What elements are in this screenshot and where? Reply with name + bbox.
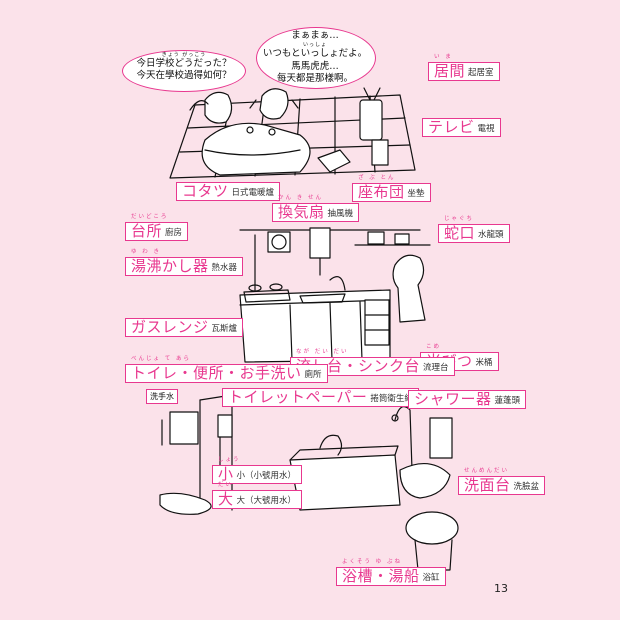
ruby-yokuso: よくそう ゆ ぶね [342, 559, 402, 565]
label-dai: だい大 大（大號用水） [212, 482, 303, 509]
jp-zabuton: 座布団 [358, 183, 405, 201]
label-sho: しょう小 小（小號用水） [212, 457, 303, 484]
speech-left-ruby: きょう がっこう [161, 52, 207, 58]
zh-jaguchi: 水龍頭 [478, 229, 504, 240]
zh-toiletpaper: 捲筒衛生紙 [370, 393, 413, 404]
zh-sho: 小（小號用水） [236, 470, 297, 481]
label-senmendai: せんめんだい洗面台 洗臉盆 [458, 468, 546, 495]
tag-sensui: 洗手水 [146, 389, 178, 404]
zh-gasurenji: 瓦斯爐 [211, 323, 238, 334]
jp-yokuso: 浴槽・湯船 [342, 567, 420, 585]
tv-drawing [359, 99, 383, 141]
ruby-zabuton: ざ ぶ とん [358, 175, 396, 181]
ruby-senmendai: せんめんだい [464, 468, 510, 474]
bather [319, 434, 343, 456]
speech-right-jp-1: まぁまぁ… [291, 30, 339, 41]
rice-bin-drawing [364, 299, 390, 346]
zh-yokuso: 浴缸 [422, 572, 440, 583]
jp-toire: トイレ・便所・お手洗い [131, 364, 302, 382]
label-kankisen: かん き せん換気扇 抽風機 [272, 195, 360, 222]
zh-yuwakashiki: 熱水器 [211, 262, 238, 273]
speech-right-zh-2: 每天都是那樣啊。 [276, 73, 353, 85]
speech-left-zh: 今天在學校過得如何？ [136, 70, 232, 82]
zh-ima: 起居室 [468, 67, 494, 78]
speech-right-jp-2: いつもといっしょだよ。 [262, 48, 368, 60]
ruby-sho: しょう [218, 457, 241, 463]
jp-kotatsu: コタツ [182, 182, 229, 200]
western-toilet [405, 511, 459, 545]
label-jaguchi: じゃぐち蛇口 水龍頭 [438, 216, 510, 243]
speech-left-jp: 今日学校どうだった？ [136, 58, 232, 69]
label-daidokoro: だいどころ台所 廚房 [125, 214, 189, 241]
dog-cook [392, 254, 426, 323]
jp-jaguchi: 蛇口 [444, 224, 476, 242]
jp-dai: 大 [218, 490, 234, 508]
water-heater [309, 227, 331, 259]
speech-bubble-left [122, 50, 246, 92]
label-shawaaki: シャワー器 蓮蓬頭 [408, 390, 527, 409]
bathtub [289, 454, 401, 511]
speech-left-text: きょう がっこう 今日学校どうだった？ 今天在學校過得如何？ [128, 52, 240, 83]
ruby-dai: だい [218, 482, 234, 488]
squat-toilet [159, 492, 212, 515]
zh-kankisen: 抽風機 [327, 208, 354, 219]
wash-basin [399, 463, 451, 499]
jp-shawaaki: シャワー器 [414, 390, 492, 408]
label-gasurenji: ガスレンジ 瓦斯爐 [125, 318, 244, 337]
paper-roll [217, 414, 233, 438]
ruby-jaguchi: じゃぐち [444, 216, 475, 222]
label-yokuso: よくそう ゆ ぶね浴槽・湯船 浴缸 [336, 559, 446, 586]
zh-toire: 廁所 [304, 369, 322, 380]
jp-kankisen: 換気扇 [278, 203, 325, 221]
page-number: 13 [494, 582, 508, 595]
speech-right-zh-1: 馬馬虎虎… [291, 60, 339, 72]
label-yuwakashiki: ゆ わ き湯沸かし器 熱水器 [125, 249, 244, 276]
zh-terebi: 電視 [477, 123, 495, 134]
zh-zabuton: 坐墊 [407, 188, 425, 199]
jp-terebi: テレビ [428, 118, 475, 136]
jp-sho: 小 [218, 465, 234, 483]
zh-komebitsu: 米桶 [475, 357, 493, 368]
label-zabuton: ざ ぶ とん座布団 坐墊 [352, 175, 431, 202]
toilet-tank [169, 411, 199, 445]
zh-dai: 大（大號用水） [236, 495, 297, 506]
speech-right-ruby: いっしょ [302, 42, 327, 49]
zh-shawaaki: 蓮蓬頭 [494, 395, 521, 406]
ruby-daidokoro: だいどころ [131, 214, 169, 220]
ruby-kankisen: かん き せん [278, 195, 323, 201]
jp-gasurenji: ガスレンジ [131, 318, 209, 336]
jp-yuwakashiki: 湯沸かし器 [131, 257, 209, 275]
dog-left [204, 91, 233, 124]
ruby-yuwakashiki: ゆ わ き [131, 249, 161, 255]
jp-ima: 居間 [434, 62, 466, 80]
label-ima: い ま居間 起居室 [428, 54, 500, 81]
ruby-nagashidai: なが だい だい [296, 349, 349, 355]
dog-middle [259, 88, 289, 120]
zh-daidokoro: 廚房 [165, 227, 183, 238]
ruby-ima: い ま [434, 54, 453, 60]
zh-senmendai: 洗臉盆 [513, 481, 540, 492]
label-toire: べんじょ て あらトイレ・便所・お手洗い 廁所 [125, 356, 328, 383]
label-toiletpaper: トイレットペーパー 捲筒衛生紙 [222, 388, 419, 407]
ruby-toire: べんじょ て あら [131, 356, 191, 362]
zh-kotatsu: 日式電暖爐 [231, 187, 275, 198]
label-kotatsu: コタツ 日式電暖爐 [176, 182, 281, 201]
jp-toiletpaper: トイレットペーパー [228, 388, 368, 406]
zh-nagashidai: 流理台 [423, 362, 449, 373]
kotatsu-table [201, 122, 311, 176]
jp-senmendai: 洗面台 [464, 476, 511, 494]
cushion-drawing [317, 149, 351, 173]
ruby-komebitsu: こめ [426, 344, 442, 350]
label-terebi: テレビ 電視 [422, 118, 501, 137]
speech-right-text: まぁまぁ… いっしょ いつもといっしょだよ。 馬馬虎虎… 每天都是那樣啊。 [260, 30, 370, 85]
speech-bubble-right [256, 27, 376, 89]
jp-daidokoro: 台所 [131, 222, 163, 240]
